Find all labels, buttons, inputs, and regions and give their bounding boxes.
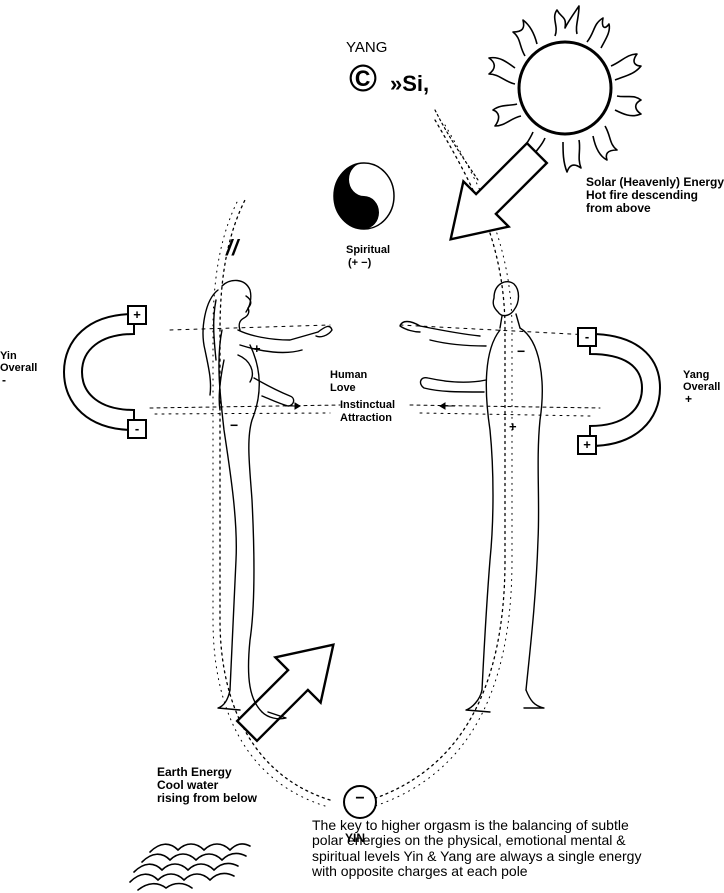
- horseshoe-magnet-left: [64, 306, 146, 438]
- solar-arrow: [428, 130, 560, 262]
- yin-overall-sign: -: [2, 374, 6, 387]
- instinctual-line2: Attraction: [340, 412, 392, 424]
- woman-chest-plus: +: [253, 342, 261, 357]
- man-pelvis-plus: +: [509, 420, 517, 435]
- woman-pelvis-minus: −: [230, 418, 238, 434]
- magnet-right-bottom-sign: +: [580, 438, 594, 453]
- man-chest-minus: −: [517, 344, 525, 360]
- instinctual-line1: Instinctual: [340, 399, 395, 411]
- magnet-left-bottom-sign: -: [130, 422, 144, 437]
- yang-top-label: YANG: [346, 40, 387, 57]
- magnet-left-top-sign: +: [130, 308, 144, 323]
- water-waves-icon: [130, 844, 250, 890]
- sun-icon: [489, 6, 641, 172]
- copyright-mark: ©: [349, 58, 377, 101]
- human-love-line2: Love: [330, 382, 356, 394]
- yang-overall-line1: Yang: [683, 369, 709, 381]
- slash-mark: //: [226, 236, 238, 261]
- si-text: »Si,: [390, 72, 429, 97]
- yin-yang-icon: [334, 163, 394, 229]
- earth-energy-line3: rising from below: [157, 792, 257, 805]
- spiritual-label: Spiritual: [346, 244, 390, 256]
- human-love-line1: Human: [330, 369, 367, 381]
- magnet-right-top-sign: -: [580, 330, 594, 345]
- yang-overall-sign: +: [685, 393, 692, 406]
- earth-arrow: [224, 622, 356, 754]
- caption-text: The key to higher orgasm is the balancin…: [312, 818, 642, 880]
- horseshoe-magnet-right: [578, 328, 660, 454]
- spiritual-signs: (+ −): [348, 257, 371, 269]
- yin-circle-sign: −: [353, 790, 367, 808]
- solar-energy-line3: from above: [586, 202, 651, 215]
- yin-overall-line1: Yin: [0, 350, 17, 362]
